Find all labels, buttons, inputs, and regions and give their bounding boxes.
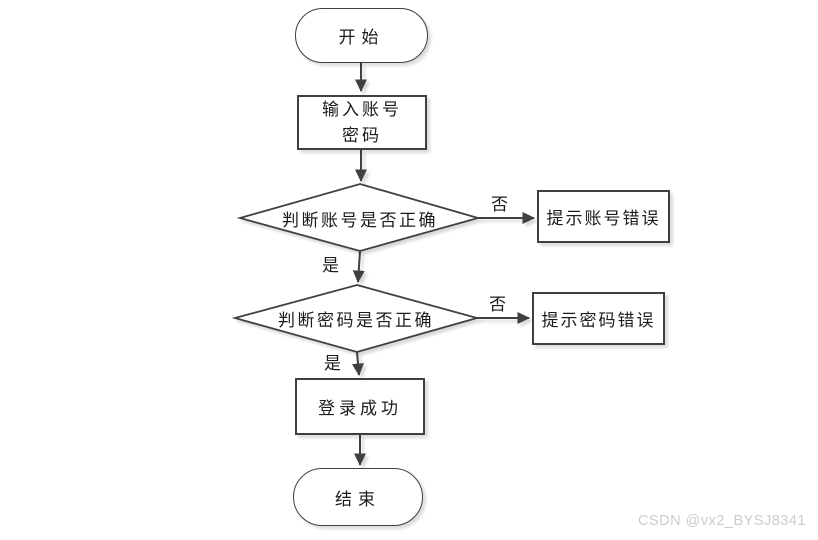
end-node: 结束 xyxy=(293,468,423,526)
arrow-check-account-yes xyxy=(352,250,365,283)
password-error-label: 提示密码错误 xyxy=(541,311,656,330)
input-credentials-label: 输入账号 密码 xyxy=(322,99,402,145)
decision-password-shape xyxy=(231,284,481,353)
login-success-label: 登录成功 xyxy=(318,399,402,418)
password-error-node: 提示密码错误 xyxy=(532,292,665,345)
edge-label-account-yes: 是 xyxy=(322,256,339,275)
start-node: 开始 xyxy=(295,8,428,63)
decision-account-shape xyxy=(236,183,482,252)
csdn-watermark: CSDN @vx2_BYSJ8341 xyxy=(638,513,806,529)
account-error-label: 提示账号错误 xyxy=(546,209,661,228)
login-success-node: 登录成功 xyxy=(295,378,425,435)
end-node-label: 结束 xyxy=(335,489,381,509)
input-credentials-node: 输入账号 密码 xyxy=(297,95,427,150)
edge-label-password-no: 否 xyxy=(489,295,506,314)
account-error-node: 提示账号错误 xyxy=(537,190,670,243)
start-node-label: 开始 xyxy=(338,28,385,47)
edge-label-password-yes: 是 xyxy=(324,354,341,373)
arrow-check-password-yes xyxy=(352,351,364,376)
edge-label-account-no: 否 xyxy=(491,195,508,214)
